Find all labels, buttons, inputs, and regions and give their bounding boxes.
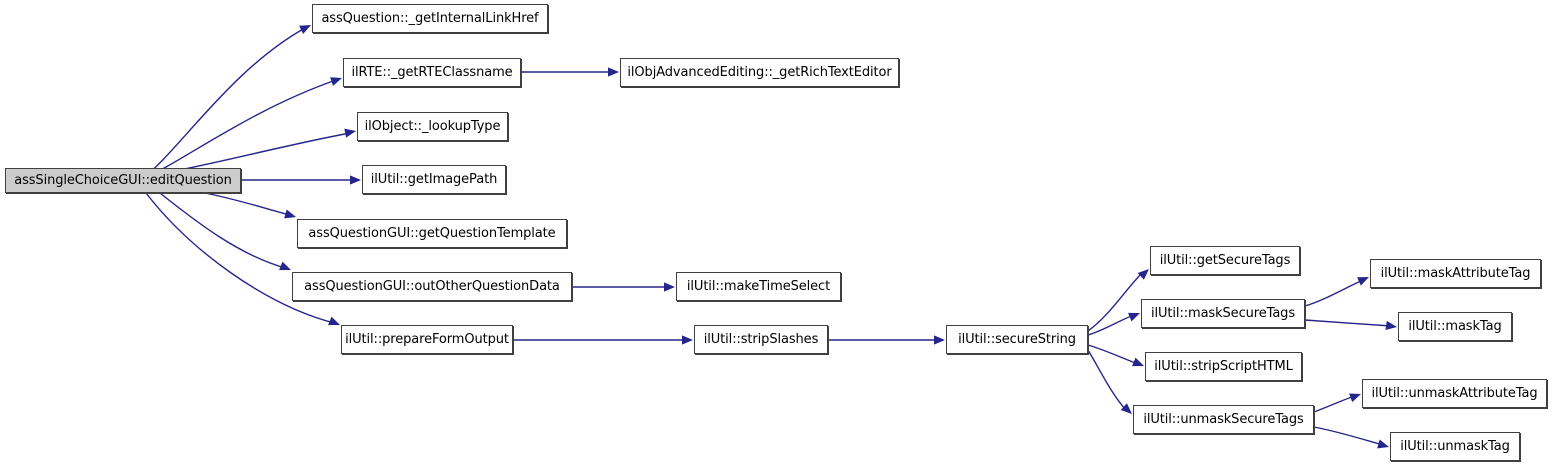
edge-root-to-getInternalLinkHref bbox=[140, 27, 306, 181]
arrowhead-secureString-to-stripScriptHTML bbox=[1132, 357, 1144, 367]
graph-node-maskAttributeTag[interactable]: ilUtil::maskAttributeTag bbox=[1370, 259, 1541, 288]
graph-node-label: ilUtil::unmaskSecureTags bbox=[1143, 411, 1304, 427]
arrowhead-unmaskSecureTags-to-unmaskTag bbox=[1377, 439, 1389, 449]
graph-node-label: ilUtil::secureString bbox=[958, 331, 1076, 347]
graph-node-getInternalLinkHref[interactable]: assQuestion::_getInternalLinkHref bbox=[312, 4, 548, 33]
arrowhead-getRTEClassname-to-getRichTextEditor bbox=[608, 67, 619, 77]
graph-node-label: ilUtil::maskSecureTags bbox=[1150, 305, 1296, 321]
graph-node-label: ilUtil::unmaskTag bbox=[1400, 438, 1510, 454]
graph-node-label: assQuestionGUI::outOtherQuestionData bbox=[304, 278, 560, 294]
graph-node-label: ilRTE::_getRTEClassname bbox=[351, 64, 513, 80]
edge-root-to-getRTEClassname bbox=[140, 79, 337, 181]
arrowhead-unmaskSecureTags-to-unmaskAttributeTag bbox=[1349, 393, 1361, 403]
arrowhead-root-to-getInternalLinkHref bbox=[299, 25, 311, 34]
edge-root-to-getQuestionTemplate bbox=[204, 192, 291, 216]
graph-node-getRTEClassname[interactable]: ilRTE::_getRTEClassname bbox=[343, 58, 521, 87]
graph-node-label: ilUtil::stripScriptHTML bbox=[1154, 358, 1293, 374]
graph-node-outOtherQuestionData[interactable]: assQuestionGUI::outOtherQuestionData bbox=[292, 272, 572, 301]
arrowhead-maskSecureTags-to-maskTag bbox=[1385, 320, 1397, 331]
graph-node-label: ilUtil::maskAttributeTag bbox=[1380, 265, 1531, 281]
arrowhead-secureString-to-unmaskSecureTags bbox=[1120, 403, 1132, 414]
graph-node-label: ilUtil::makeTimeSelect bbox=[686, 278, 831, 294]
edge-secureString-to-stripScriptHTML bbox=[1087, 344, 1139, 365]
graph-node-stripSlashes[interactable]: ilUtil::stripSlashes bbox=[694, 325, 828, 354]
graph-node-label: ilUtil::stripSlashes bbox=[703, 331, 819, 347]
graph-node-label: ilObject::_lookupType bbox=[364, 118, 501, 134]
arrowhead-prepareFormOutput-to-stripSlashes bbox=[682, 335, 693, 345]
graph-node-label: ilObjAdvancedEditing::_getRichTextEditor bbox=[627, 64, 892, 80]
arrowhead-secureString-to-getSecureTags bbox=[1137, 269, 1149, 280]
arrowhead-root-to-prepareFormOutput bbox=[328, 316, 340, 326]
edge-root-to-outOtherQuestionData bbox=[159, 192, 286, 269]
graph-node-label: assSingleChoiceGUI::editQuestion bbox=[14, 172, 232, 188]
graph-node-label: ilUtil::getSecureTags bbox=[1159, 252, 1291, 268]
graph-node-label: ilUtil::prepareFormOutput bbox=[345, 331, 509, 347]
graph-node-lookupType[interactable]: ilObject::_lookupType bbox=[357, 112, 508, 141]
graph-node-makeTimeSelect[interactable]: ilUtil::makeTimeSelect bbox=[676, 272, 841, 301]
graph-node-secureString[interactable]: ilUtil::secureString bbox=[946, 325, 1088, 354]
graph-node-root[interactable]: assSingleChoiceGUI::editQuestion bbox=[5, 168, 241, 193]
edge-unmaskSecureTags-to-unmaskTag bbox=[1313, 426, 1384, 446]
arrowhead-root-to-getImagePath bbox=[350, 175, 361, 185]
graph-node-label: ilUtil::unmaskAttributeTag bbox=[1371, 385, 1538, 401]
graph-node-unmaskTag[interactable]: ilUtil::unmaskTag bbox=[1390, 432, 1520, 461]
arrowhead-root-to-outOtherQuestionData bbox=[279, 261, 291, 271]
edge-maskSecureTags-to-maskTag bbox=[1304, 319, 1392, 327]
arrowhead-root-to-lookupType bbox=[344, 128, 356, 138]
edge-root-to-prepareFormOutput bbox=[145, 192, 335, 324]
arrowhead-maskSecureTags-to-maskAttributeTag bbox=[1357, 277, 1369, 286]
graph-node-getQuestionTemplate[interactable]: assQuestionGUI::getQuestionTemplate bbox=[297, 219, 567, 248]
graph-node-maskSecureTags[interactable]: ilUtil::maskSecureTags bbox=[1141, 299, 1305, 328]
graph-node-label: assQuestion::_getInternalLinkHref bbox=[321, 10, 539, 26]
graph-node-label: assQuestionGUI::getQuestionTemplate bbox=[308, 225, 556, 241]
graph-node-prepareFormOutput[interactable]: ilUtil::prepareFormOutput bbox=[341, 325, 513, 354]
edge-maskSecureTags-to-maskAttributeTag bbox=[1304, 279, 1364, 307]
arrowhead-root-to-getQuestionTemplate bbox=[284, 209, 296, 219]
graph-node-maskTag[interactable]: ilUtil::maskTag bbox=[1398, 312, 1512, 341]
graph-node-unmaskAttributeTag[interactable]: ilUtil::unmaskAttributeTag bbox=[1362, 379, 1547, 408]
arrowhead-secureString-to-maskSecureTags bbox=[1128, 312, 1140, 322]
arrowhead-stripSlashes-to-secureString bbox=[934, 335, 945, 345]
graph-node-label: ilUtil::maskTag bbox=[1408, 318, 1502, 334]
edge-secureString-to-getSecureTags bbox=[1087, 271, 1144, 332]
graph-node-getRichTextEditor[interactable]: ilObjAdvancedEditing::_getRichTextEditor bbox=[620, 58, 899, 87]
graph-node-stripScriptHTML[interactable]: ilUtil::stripScriptHTML bbox=[1145, 352, 1302, 381]
graph-node-label: ilUtil::getImagePath bbox=[370, 171, 498, 187]
arrowhead-outOtherQuestionData-to-makeTimeSelect bbox=[664, 282, 675, 292]
graph-node-unmaskSecureTags[interactable]: ilUtil::unmaskSecureTags bbox=[1133, 405, 1314, 434]
arrowhead-root-to-getRTEClassname bbox=[330, 77, 342, 86]
edge-secureString-to-unmaskSecureTags bbox=[1087, 349, 1127, 411]
graph-node-getImagePath[interactable]: ilUtil::getImagePath bbox=[362, 165, 506, 194]
graph-node-getSecureTags[interactable]: ilUtil::getSecureTags bbox=[1150, 246, 1300, 275]
edge-unmaskSecureTags-to-unmaskAttributeTag bbox=[1313, 395, 1356, 413]
